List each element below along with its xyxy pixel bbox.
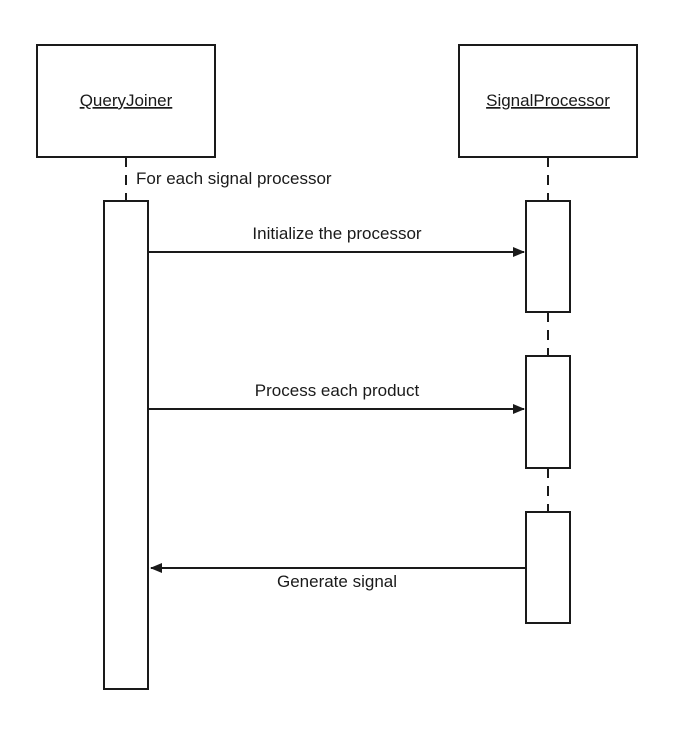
loop-label: For each signal processor: [136, 169, 332, 188]
participant-query-joiner-label: QueryJoiner: [80, 91, 173, 110]
participant-signal-processor: SignalProcessor: [458, 44, 638, 158]
activation-signal-processor-2: [525, 355, 571, 469]
message-label: Generate signal: [277, 572, 397, 591]
message-process-product: Process each product: [148, 381, 525, 414]
activation-signal-processor-1: [525, 200, 571, 313]
participant-query-joiner: QueryJoiner: [36, 44, 216, 158]
message-generate-signal: Generate signal: [150, 563, 526, 591]
participant-signal-processor-label: SignalProcessor: [486, 91, 610, 110]
message-label: Process each product: [255, 381, 420, 400]
message-initialize-processor: Initialize the processor: [148, 224, 525, 257]
activation-signal-processor-3: [525, 511, 571, 624]
message-label: Initialize the processor: [252, 224, 421, 243]
activation-query-joiner: [103, 200, 149, 690]
